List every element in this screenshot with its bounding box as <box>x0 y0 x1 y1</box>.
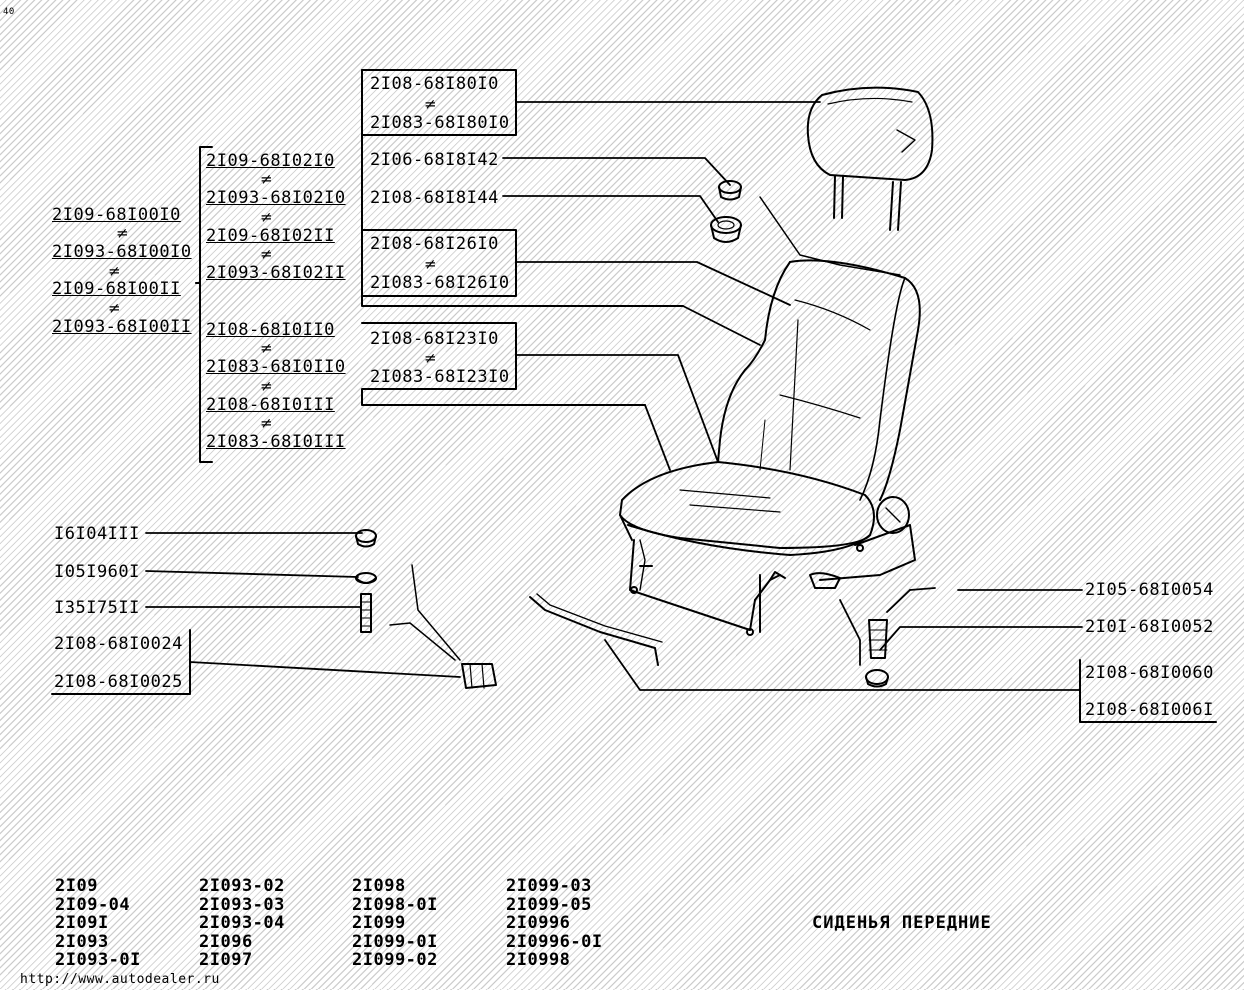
not-equal-icon: ≠ <box>108 262 121 280</box>
bolt-part-number: I35I75II <box>54 598 140 618</box>
source-url: http://www.autodealer.ru <box>20 972 220 987</box>
seat-part-number: 2I09-68I00I0 <box>52 205 181 225</box>
seat-part-number: 2I083-68I0II0 <box>206 357 346 377</box>
not-equal-icon: ≠ <box>424 255 437 273</box>
headrest-part-number: 2I08-68I80I0 <box>370 74 499 94</box>
fasteners-left <box>355 529 377 633</box>
model-code: 2I098 <box>352 876 406 896</box>
seat-cushion <box>619 461 875 556</box>
washer-part-number: I05I960I <box>54 562 140 582</box>
headrest <box>806 86 934 231</box>
cushion-cover-part-number: 2I08-68I23I0 <box>370 329 499 349</box>
model-code: 2I093-02 <box>199 876 285 896</box>
model-code: 2I09 <box>55 876 98 896</box>
model-code: 2I0998 <box>506 950 571 970</box>
model-code: 2I0996 <box>506 913 571 933</box>
model-code: 2I093 <box>55 932 109 952</box>
bracket-frames <box>51 69 1217 723</box>
model-code: 2I09-04 <box>55 895 131 915</box>
model-code: 2I099 <box>352 913 406 933</box>
right-part-number: 2I05-68I0054 <box>1085 580 1214 600</box>
seat-part-number: 2I08-68I0II0 <box>206 320 335 340</box>
not-equal-icon: ≠ <box>260 208 273 226</box>
seat-part-number: 2I093-68I00II <box>52 317 192 337</box>
model-code: 2I09I <box>55 913 109 933</box>
model-code: 2I093-0I <box>55 950 141 970</box>
rail-part-number: 2I08-68I0060 <box>1085 663 1214 683</box>
seat-part-number: 2I09-68I02II <box>206 226 335 246</box>
not-equal-icon: ≠ <box>424 95 437 113</box>
seat-part-number: 2I093-68I00I0 <box>52 242 192 262</box>
model-code: 2I099-0I <box>352 932 438 952</box>
model-code: 2I0996-0I <box>506 932 603 952</box>
not-equal-icon: ≠ <box>116 224 129 242</box>
corner-mark: 40 <box>3 7 15 17</box>
bushings <box>710 180 742 243</box>
not-equal-icon: ≠ <box>424 349 437 367</box>
model-code: 2I099-05 <box>506 895 592 915</box>
seat-part-number: 2I083-68I0III <box>206 432 346 452</box>
not-equal-icon: ≠ <box>260 170 273 188</box>
seat-part-number: 2I093-68I02I0 <box>206 188 346 208</box>
seat-part-number: 2I08-68I0III <box>206 395 335 415</box>
model-code: 2I099-02 <box>352 950 438 970</box>
model-code: 2I093-04 <box>199 913 285 933</box>
model-code: 2I098-0I <box>352 895 438 915</box>
not-equal-icon: ≠ <box>260 414 273 432</box>
leader-lines <box>145 101 1083 691</box>
seat-part-number: 2I093-68I02II <box>206 263 346 283</box>
rail-part-number-alt: 2I08-68I006I <box>1085 700 1214 720</box>
page-title: СИДЕНЬЯ ПЕРЕДНИЕ <box>812 913 992 933</box>
bushing-part-number: 2I06-68I8I42 <box>370 150 499 170</box>
back-cover-part-number-alt: 2I083-68I26I0 <box>370 273 510 293</box>
seat-frame <box>629 496 916 636</box>
slide-part-number: 2I08-68I0024 <box>54 634 183 654</box>
not-equal-icon: ≠ <box>260 245 273 263</box>
slide-part-number-alt: 2I08-68I0025 <box>54 672 183 692</box>
fasteners-right <box>865 619 889 688</box>
seat-part-number: 2I09-68I00II <box>52 279 181 299</box>
bushing-part-number-2: 2I08-68I8I44 <box>370 188 499 208</box>
lever <box>529 593 663 666</box>
seat-back <box>717 196 921 501</box>
back-cover-part-number: 2I08-68I26I0 <box>370 234 499 254</box>
nut-part-number: I6I04III <box>54 524 140 544</box>
right-part-number: 2I0I-68I0052 <box>1085 617 1214 637</box>
not-equal-icon: ≠ <box>108 299 121 317</box>
headrest-part-number-alt: 2I083-68I80I0 <box>370 113 510 133</box>
model-code: 2I093-03 <box>199 895 285 915</box>
seat-part-number: 2I09-68I02I0 <box>206 151 335 171</box>
cushion-cover-part-number-alt: 2I083-68I23I0 <box>370 367 510 387</box>
model-code: 2I099-03 <box>506 876 592 896</box>
slide-clip <box>389 564 497 689</box>
model-code: 2I097 <box>199 950 253 970</box>
not-equal-icon: ≠ <box>260 377 273 395</box>
not-equal-icon: ≠ <box>260 339 273 357</box>
model-code: 2I096 <box>199 932 253 952</box>
